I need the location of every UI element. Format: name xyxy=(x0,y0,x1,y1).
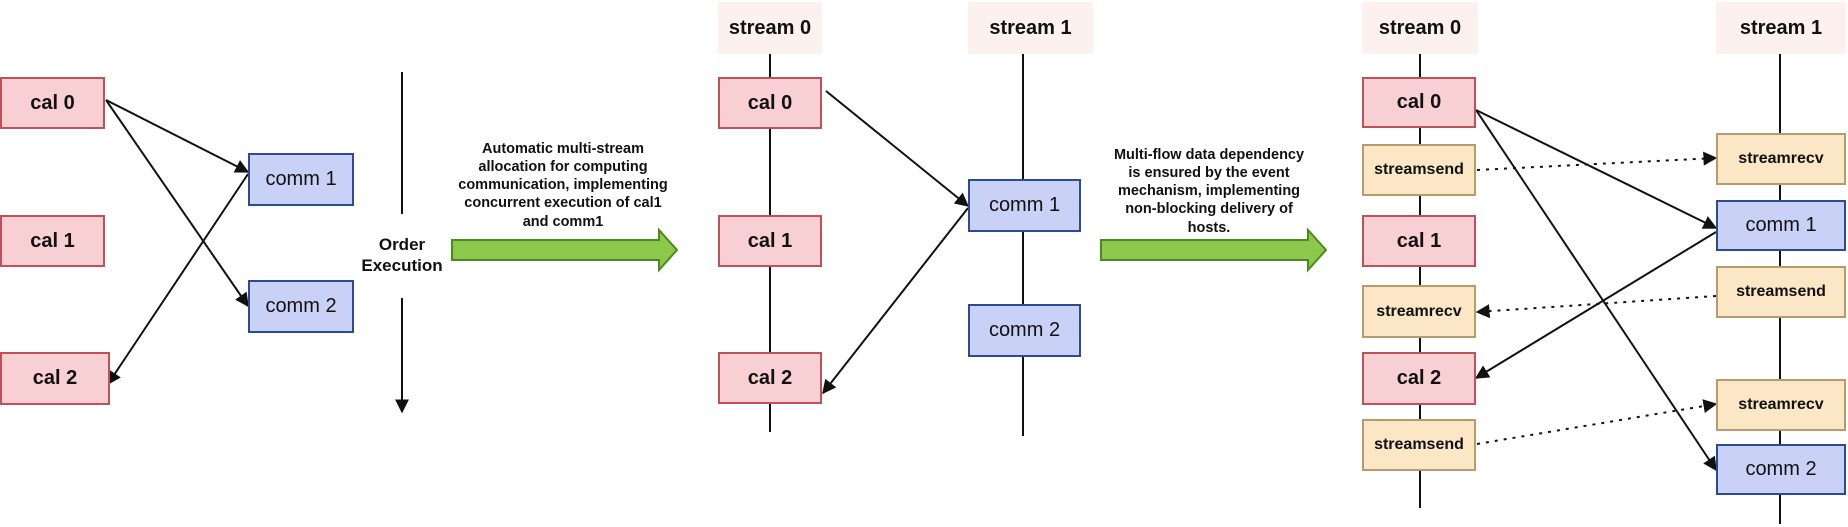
big-arrow-1 xyxy=(451,227,679,273)
arrow-p3-cal0-comm2 xyxy=(1475,109,1717,472)
big-arrow-2 xyxy=(1100,227,1328,273)
p3-comm2-box: comm 2 xyxy=(1716,444,1846,495)
arrow1-caption-line: and comm1 xyxy=(522,213,604,230)
p3-streamsend-b-box: streamsend xyxy=(1362,419,1476,471)
p1-comm1-box: comm 1 xyxy=(248,153,354,206)
arrow2-caption-line: non-blocking delivery of xyxy=(1125,201,1293,218)
p3-cal0-box: cal 0 xyxy=(1362,77,1476,128)
p3-streamsend-a-box: streamsend xyxy=(1362,144,1476,196)
order-execution-label: Order Execution xyxy=(352,234,452,277)
arrow2-caption-line: is ensured by the event xyxy=(1128,165,1290,182)
arrow-p2-comm1-cal2 xyxy=(822,207,969,395)
p3-stream0-header: stream 0 xyxy=(1362,2,1478,54)
p2-cal0-box: cal 0 xyxy=(718,77,822,129)
p3-comm1-box: comm 1 xyxy=(1716,200,1846,251)
p1-comm2-box: comm 2 xyxy=(248,280,354,333)
p3-stream1-header: stream 1 xyxy=(1716,2,1846,54)
p3-streamrecv-a-box: streamrecv xyxy=(1362,285,1476,338)
p3-cal2-box: cal 2 xyxy=(1362,352,1476,405)
arrow-comm1-cal2 xyxy=(107,173,249,386)
arrow2-caption-line: mechanism, implementing xyxy=(1117,183,1301,200)
p2-stream1-header: stream 1 xyxy=(968,2,1093,54)
arrow-p2-cal0-comm1 xyxy=(825,90,970,207)
arrow-p3-comm1-cal2 xyxy=(1474,231,1717,379)
p3-cal1-box: cal 1 xyxy=(1362,215,1476,267)
arrow-cal0-comm1 xyxy=(105,99,250,173)
arrow2-caption: Multi-flow data dependency is ensured by… xyxy=(1098,146,1320,237)
p3-streamsend-c-box: streamsend xyxy=(1716,266,1846,318)
p2-comm1-box: comm 1 xyxy=(968,179,1081,232)
arrow2-caption-line: hosts. xyxy=(1187,219,1231,236)
arrow1-caption-line: allocation for computing xyxy=(478,159,648,176)
p2-cal2-box: cal 2 xyxy=(718,352,822,404)
arrow-p3-cal0-comm1 xyxy=(1475,109,1718,229)
arrow1-caption: Automatic multi-stream allocation for co… xyxy=(452,140,674,231)
p1-cal1-box: cal 1 xyxy=(0,215,105,267)
p3-streamrecv-c-box: streamrecv xyxy=(1716,379,1846,431)
event-arrow-send-recv-2 xyxy=(1475,295,1717,319)
order-label-line1: Order xyxy=(378,235,426,254)
arrow2-caption-line: Multi-flow data dependency xyxy=(1113,147,1305,163)
arrow1-caption-line: Automatic multi-stream xyxy=(482,141,644,157)
p1-cal2-box: cal 2 xyxy=(0,352,110,405)
arrow1-caption-line: communication, implementing xyxy=(458,177,668,194)
order-label-line2: Execution xyxy=(361,256,443,276)
arrow-cal0-comm2 xyxy=(105,99,249,308)
p2-stream0-header: stream 0 xyxy=(718,2,822,54)
p2-cal1-box: cal 1 xyxy=(718,215,822,267)
p1-cal0-box: cal 0 xyxy=(0,77,105,129)
p3-streamrecv-b-box: streamrecv xyxy=(1716,133,1846,185)
event-arrow-send-recv-1 xyxy=(1476,151,1718,171)
p2-comm2-box: comm 2 xyxy=(968,304,1081,357)
event-arrow-send-recv-3 xyxy=(1476,399,1718,445)
arrow1-caption-line: concurrent execution of cal1 xyxy=(464,195,662,212)
